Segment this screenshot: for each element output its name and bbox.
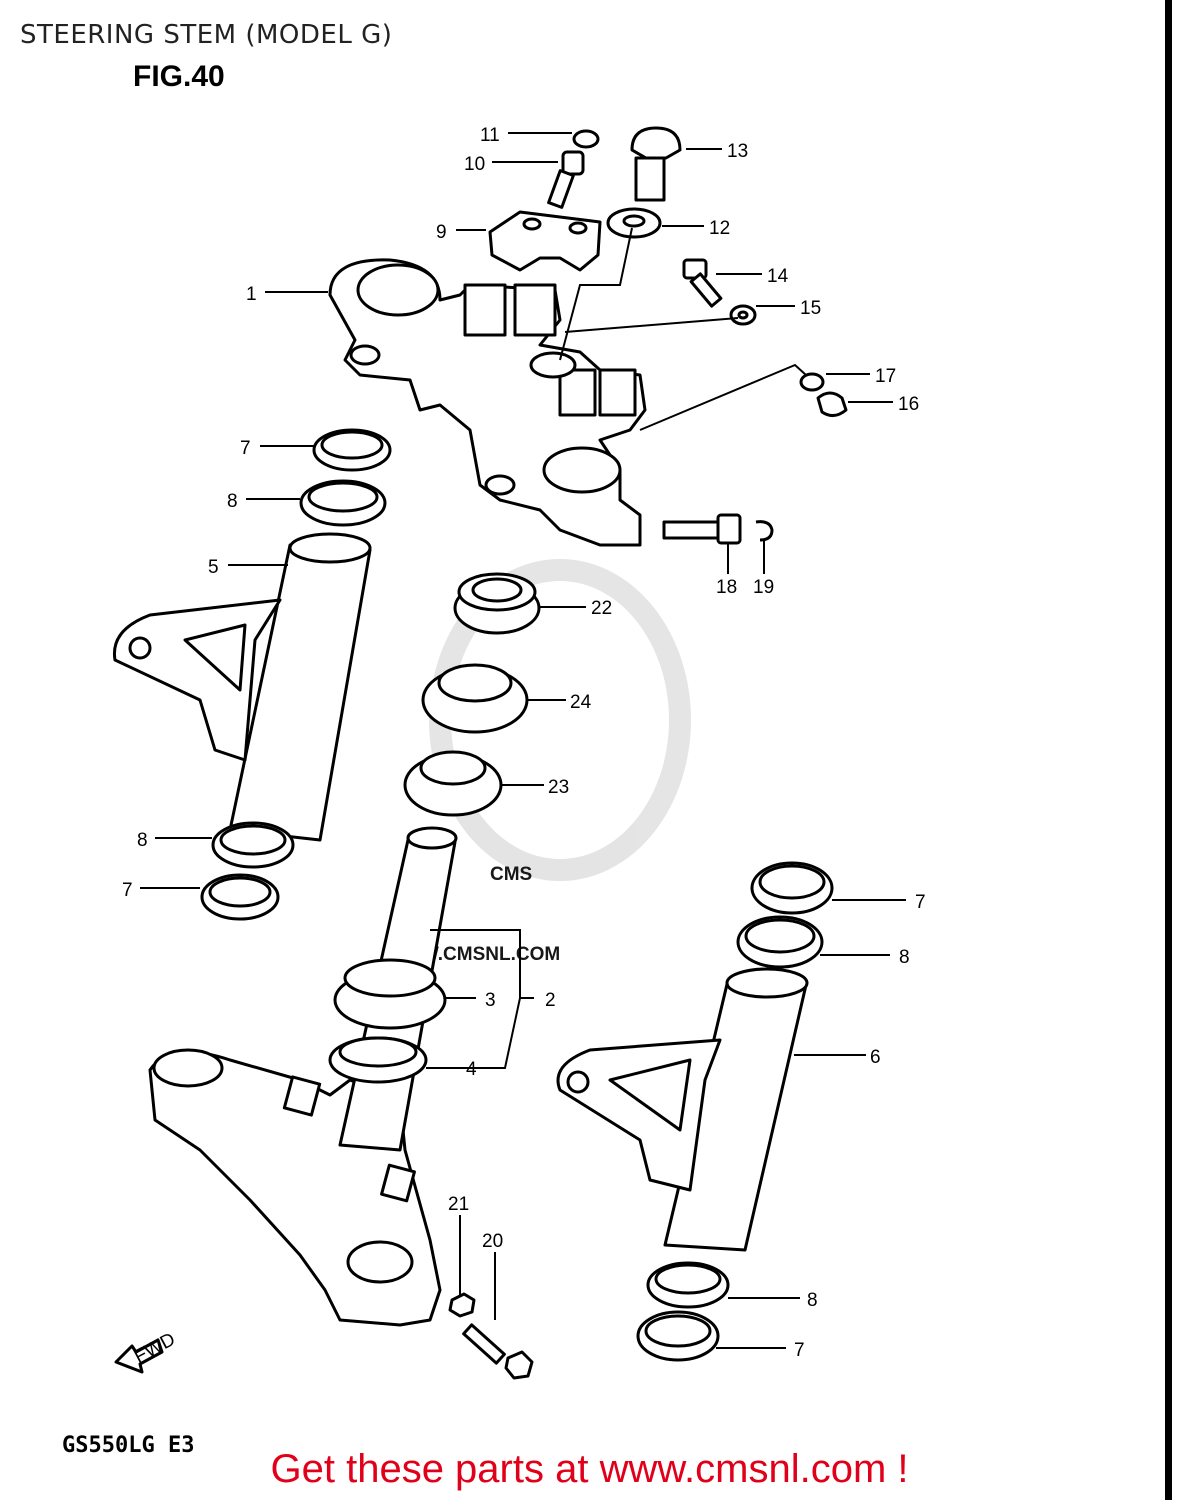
- part-8-upper-left-ring: [299, 479, 387, 527]
- part-9-handlebar-clamp: [488, 210, 602, 272]
- callout-8-d: 8: [807, 1290, 818, 1311]
- callout-12: 12: [709, 218, 730, 239]
- callout-20: 20: [482, 1231, 503, 1252]
- callout-1: 1: [246, 284, 257, 305]
- callout-labels: 11 10 13 12 9 14 15 1 17 16 18 19 7 8 5 …: [122, 125, 926, 1361]
- callout-8-c: 8: [899, 947, 910, 968]
- part-11-cap: [572, 129, 600, 149]
- part-6-right-fork-cover: [556, 967, 809, 1252]
- page-title: STEERING STEM (MODEL G): [20, 20, 393, 50]
- callout-3: 3: [485, 990, 496, 1011]
- part-22-stem-nut: [453, 572, 541, 635]
- callout-5: 5: [208, 557, 219, 578]
- part-8-upper-right-ring: [736, 915, 824, 969]
- callout-7-c: 7: [915, 892, 926, 913]
- part-7-upper-right-cover: [750, 861, 834, 915]
- fwd-arrow-icon: FWD: [114, 1329, 179, 1374]
- part-17-washer: [799, 372, 825, 392]
- part-10-bolt: [547, 150, 585, 209]
- callout-9: 9: [436, 222, 447, 243]
- part-7-lower-left-cover: [200, 873, 280, 921]
- part-8-lower-right-ring: [646, 1261, 730, 1309]
- part-8-lower-left-ring: [211, 821, 295, 869]
- callout-15: 15: [800, 298, 821, 319]
- callout-14: 14: [767, 266, 789, 287]
- callout-22: 22: [591, 598, 612, 619]
- part-4-seal: [328, 1036, 428, 1084]
- part-13-bolt: [630, 126, 682, 202]
- part-16-cap-nut: [816, 391, 848, 417]
- callout-6: 6: [870, 1047, 881, 1068]
- footer-parts-link[interactable]: Get these parts at www.cmsnl.com !: [270, 1447, 909, 1491]
- part-3-bearing: [333, 958, 447, 1030]
- callout-19: 19: [753, 577, 774, 598]
- callout-23: 23: [548, 777, 569, 798]
- leader-lines: [140, 132, 906, 1349]
- model-code: GS550LG E3: [62, 1433, 195, 1458]
- watermark-brand: CMS: [490, 864, 532, 885]
- callout-13: 13: [727, 141, 748, 162]
- part-5-left-fork-cover: [112, 532, 372, 842]
- part-14-bolt: [682, 258, 723, 308]
- callout-17: 17: [875, 366, 896, 387]
- callout-11: 11: [480, 125, 500, 146]
- callout-4: 4: [466, 1059, 477, 1080]
- callout-2: 2: [545, 990, 556, 1011]
- callout-8-a: 8: [227, 491, 238, 512]
- part-21-nut: [448, 1292, 476, 1318]
- callout-10: 10: [464, 154, 485, 175]
- callout-24: 24: [570, 692, 592, 713]
- callout-7-d: 7: [794, 1340, 805, 1361]
- callout-7-a: 7: [240, 438, 251, 459]
- part-19-clip: [755, 520, 774, 542]
- part-23-bearing: [403, 750, 503, 817]
- callout-7-b: 7: [122, 880, 133, 901]
- page-border: [1165, 0, 1172, 1500]
- part-7-lower-right-cover: [636, 1310, 720, 1362]
- part-18-bolt: [662, 513, 742, 545]
- callout-21: 21: [448, 1194, 469, 1215]
- figure-label: FIG.40: [133, 60, 225, 93]
- fwd-label: FWD: [131, 1329, 179, 1368]
- callout-16: 16: [898, 394, 919, 415]
- part-1-upper-bracket: [328, 258, 647, 547]
- callout-18: 18: [716, 577, 737, 598]
- part-15-washer: [729, 304, 757, 326]
- part-7-upper-left-cover: [312, 428, 392, 472]
- part-20-bolt: [462, 1323, 534, 1380]
- part-12-washer: [606, 207, 662, 239]
- callout-8-b: 8: [137, 830, 148, 851]
